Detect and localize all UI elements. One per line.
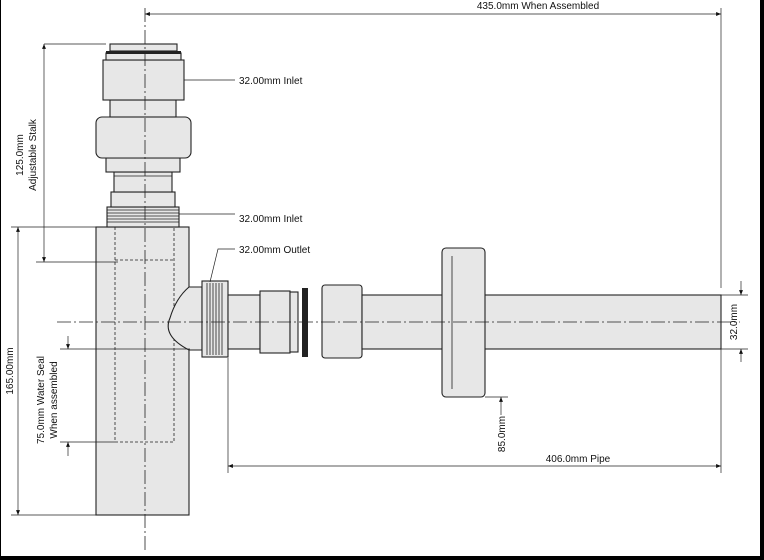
top-inlet-label: 32.00mm Inlet [239, 76, 303, 87]
outlet-nut [321, 284, 363, 359]
stalk-ring [105, 157, 181, 173]
mid-inlet-callout: 32.00mm Inlet [179, 213, 303, 225]
top-inlet-callout: 32.00mm Inlet [184, 76, 303, 87]
overall-length-dimension: 435.0mm When Assembled [145, 1, 722, 288]
body-height-label: 165.00mm [5, 347, 16, 394]
outlet-seal-ring [302, 288, 308, 357]
pipe-diameter-label: 32.0mm [729, 304, 740, 340]
flange-offset-dimension: 85.0mm [485, 396, 508, 452]
inlet-seal-ring [106, 51, 181, 54]
wall-flange [441, 247, 486, 398]
stalk-lower-tube [110, 191, 176, 208]
pipe-diameter-dimension: 32.0mm [721, 281, 748, 362]
inlet-body [102, 59, 185, 101]
stalk-upper-section [95, 43, 192, 159]
stalk-tube [113, 171, 173, 193]
inlet-washer [105, 52, 182, 61]
water-seal-value: 75.0mm Water Seal [36, 356, 47, 444]
water-seal-dimension: 75.0mm Water Seal When assembled [36, 336, 190, 456]
outlet-label: 32.00mm Outlet [239, 245, 310, 256]
adjustable-stalk-dimension: 125.0mm Adjustable Stalk [15, 43, 118, 263]
water-seal-text: When assembled [49, 361, 60, 438]
overall-length-label: 435.0mm When Assembled [477, 1, 599, 12]
body-height-dimension: 165.00mm [5, 226, 96, 516]
outlet-callout: 32.00mm Outlet [209, 245, 310, 283]
trap-body [95, 226, 190, 516]
trap-body-group [95, 226, 190, 516]
outlet-dome [167, 286, 203, 351]
stalk-threaded-section [105, 157, 181, 228]
pipe-length-dimension: 406.0mm Pipe [227, 349, 722, 473]
pipe-length-label: 406.0mm Pipe [546, 454, 611, 465]
stalk-nut [95, 116, 192, 159]
stalk-neck [109, 99, 177, 118]
inlet-cap [109, 43, 178, 52]
mid-inlet-label: 32.00mm Inlet [239, 214, 303, 225]
adjustable-stalk-text: Adjustable Stalk [28, 118, 39, 191]
outlet-thread [201, 280, 229, 358]
flange-offset-label: 85.0mm [497, 416, 508, 452]
adjustable-stalk-value: 125.0mm [15, 134, 26, 176]
